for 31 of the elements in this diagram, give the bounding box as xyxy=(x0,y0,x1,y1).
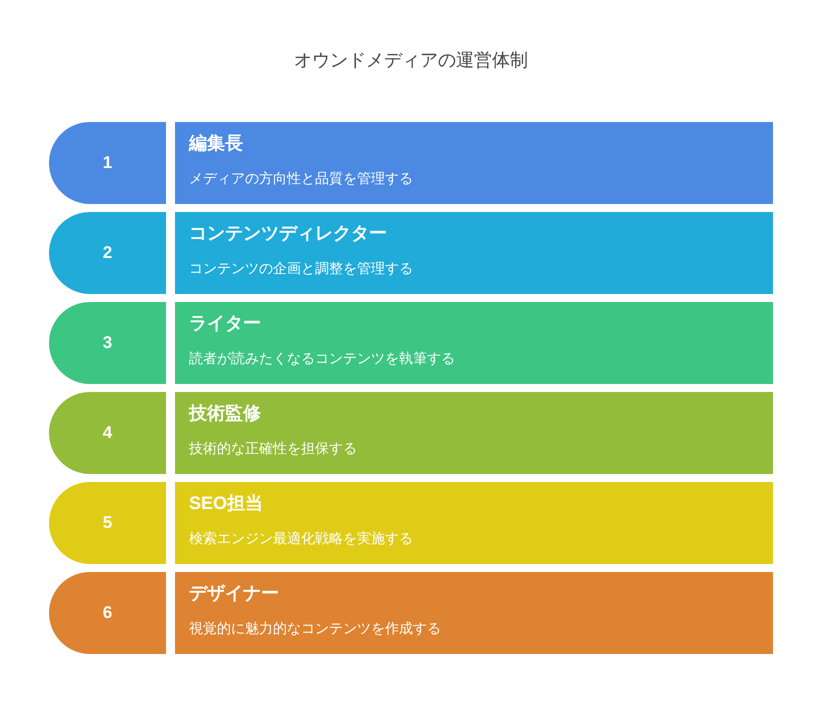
step-number: 2 xyxy=(102,242,112,264)
role-description: コンテンツの企画と調整を管理する xyxy=(189,259,413,278)
role-card xyxy=(175,392,773,474)
diagram-title: オウンドメディアの運営体制 xyxy=(294,49,528,72)
number-tab xyxy=(49,212,166,294)
role-description: 技術的な正確性を担保する xyxy=(189,439,357,458)
role-title: 編集長 xyxy=(189,132,243,155)
step-number: 6 xyxy=(102,602,112,624)
step-number: 3 xyxy=(102,332,112,354)
step-number: 1 xyxy=(102,152,112,174)
role-card xyxy=(175,572,773,654)
role-description: 視覚的に魅力的なコンテンツを作成する xyxy=(189,619,441,638)
role-card xyxy=(175,212,773,294)
number-tab xyxy=(49,482,166,564)
role-description: 読者が読みたくなるコンテンツを執筆する xyxy=(189,349,455,368)
role-card xyxy=(175,302,773,384)
number-tab xyxy=(49,122,166,204)
number-tab xyxy=(49,302,166,384)
role-title: ライター xyxy=(189,312,261,335)
role-description: メディアの方向性と品質を管理する xyxy=(189,169,413,188)
role-title: 技術監修 xyxy=(189,402,261,425)
role-card xyxy=(175,482,773,564)
role-description: 検索エンジン最適化戦略を実施する xyxy=(189,529,413,548)
role-title: SEO担当 xyxy=(189,492,264,515)
number-tab xyxy=(49,572,166,654)
role-title: デザイナー xyxy=(189,582,279,605)
number-tab xyxy=(49,392,166,474)
role-title: コンテンツディレクター xyxy=(189,222,387,245)
step-number: 5 xyxy=(102,512,112,534)
role-card xyxy=(175,122,773,204)
step-number: 4 xyxy=(102,422,112,444)
